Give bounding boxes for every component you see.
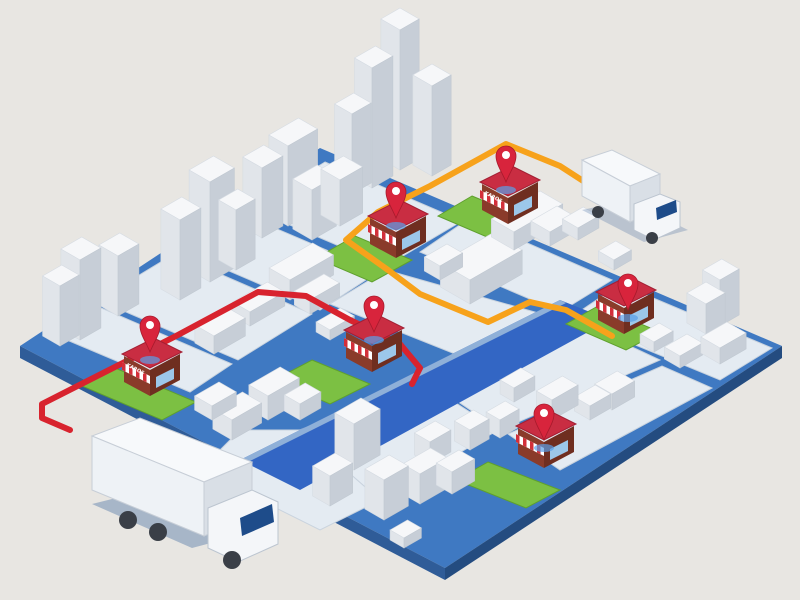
map-pin-icon	[363, 295, 385, 344]
low-25	[311, 452, 354, 507]
low-12	[663, 333, 704, 369]
tower-3	[412, 63, 452, 177]
low-13	[700, 321, 747, 365]
low-11	[597, 240, 633, 271]
route-red	[39, 289, 423, 433]
low-30	[193, 381, 237, 421]
map-pin-icon	[495, 145, 517, 194]
low-23	[364, 454, 409, 521]
map-pin-icon	[385, 181, 407, 230]
platform-right-side	[445, 346, 782, 580]
tower-12	[41, 264, 80, 347]
low-5	[315, 307, 355, 341]
low-3	[194, 306, 246, 355]
shop-icon	[366, 199, 430, 258]
delivery-routes	[39, 141, 615, 433]
tower-16	[686, 281, 726, 335]
tower-6	[242, 144, 284, 239]
truck-icon	[90, 417, 279, 569]
van-wheel-1	[592, 206, 604, 218]
low-29	[212, 391, 263, 441]
tower-14	[320, 155, 364, 227]
map-pin-icon	[617, 273, 639, 322]
tower-10	[98, 232, 140, 317]
tower-8	[160, 196, 202, 301]
river-bank	[240, 300, 566, 463]
low-14	[639, 322, 674, 353]
pins-layer	[139, 145, 639, 452]
van-icon	[580, 149, 688, 244]
low-31	[283, 382, 322, 421]
low-2	[231, 281, 286, 327]
route-orange	[343, 141, 615, 339]
truck-wheel-3	[223, 551, 241, 569]
truck-wheel-1	[119, 511, 137, 529]
van-wheel-2	[646, 232, 658, 244]
low-26	[435, 449, 476, 495]
low-9	[561, 206, 600, 241]
truck-windshield	[240, 504, 274, 536]
shop-icon	[594, 275, 658, 334]
low-18	[499, 367, 536, 403]
low-10	[423, 243, 464, 281]
buildings-layer	[41, 7, 747, 549]
river-water	[240, 300, 610, 490]
shop-icon: KAROS	[120, 337, 184, 396]
low-20	[453, 409, 490, 451]
van-windshield	[656, 200, 677, 220]
low-27	[389, 519, 423, 549]
map-pin-icon	[533, 403, 555, 452]
tower-9	[217, 188, 256, 271]
truck-wheel-2	[149, 523, 167, 541]
river	[240, 300, 610, 490]
map-pin-icon	[139, 315, 161, 364]
